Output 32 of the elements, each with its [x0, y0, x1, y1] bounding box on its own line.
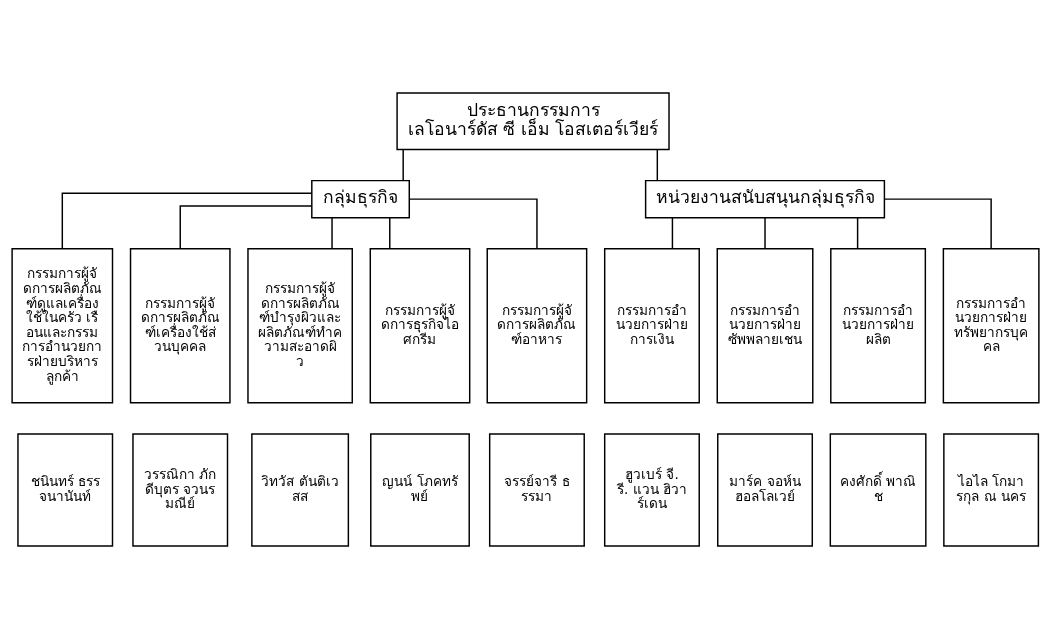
connector [408, 198, 538, 250]
node-box: ฮูวเบร์ จี. รี. แวน ฮิวาร์เดน [603, 433, 700, 547]
connector [389, 217, 391, 250]
connector [883, 198, 992, 250]
connector [671, 217, 674, 250]
connector [402, 149, 404, 182]
node-box: กรรมการอำนวยการฝ่ายทรัพยากรบุคคล [942, 248, 1040, 404]
node-box: ชนินทร์ ธรรจนานันท์ [17, 433, 114, 547]
node-box: จรรย์จารี ธรรมา [488, 433, 585, 547]
node-box: กรรมการผู้จัดการผลิตภัณฑ์บำรุงผิวและผลิตภัณฑ์ทำความสะอาดผิว [247, 248, 353, 404]
connector [331, 217, 333, 250]
node-box: กรรมการอำนวยการฝ่ายซัพพลายเชน [716, 248, 814, 404]
connector [856, 217, 859, 250]
node-box: ไอไล โกมารกุล ณ นคร [943, 433, 1040, 547]
node-box: ญนน์ โภคทรัพย์ [370, 433, 470, 547]
node-box: กรรมการผู้จัดการผลิตภัณฑ์เครื่องใช้ส่วนบุคคล [129, 248, 231, 404]
node-box: กรรมการผู้จัดการธุรกิจไอศกรีม [369, 248, 471, 404]
connector [656, 149, 659, 182]
node-box: มาร์ค จอห์น ฮอลโลเวย์ [717, 433, 813, 547]
node-box: กลุ่มธุรกิจ [311, 179, 410, 219]
node-box: กรรมการผู้จัดการผลิตภัณฑ์ดูแลเครื่องใช้ในครัว เรือนและกรรมการอำนวยการฝ่ายบริหารลูกค้า [11, 248, 114, 404]
node-box: ประธานกรรมการ เลโอนาร์ดัส ซี เอ็ม โอสเตอร์เวียร์ [396, 92, 670, 151]
node-box: คงศักดิ์ พาณิช [829, 433, 927, 547]
node-box: กรรมการผู้จัดการผลิตภัณฑ์อาหาร [486, 248, 588, 404]
node-box: วรรณิกา ภักดีบุตร จวนรมณีย์ [132, 433, 229, 547]
connector [179, 205, 313, 250]
node-box: หน่วยงานสนับสนุนกลุ่มธุรกิจ [644, 179, 886, 219]
node-box: วิทวัส ตันติเวสส [251, 433, 350, 547]
node-box: กรรมการอำนวยการฝ่ายผลิต [830, 248, 927, 404]
connector [61, 192, 313, 250]
node-box: กรรมการอำนวยการฝ่ายการเงิน [603, 248, 700, 404]
connector [764, 217, 766, 250]
